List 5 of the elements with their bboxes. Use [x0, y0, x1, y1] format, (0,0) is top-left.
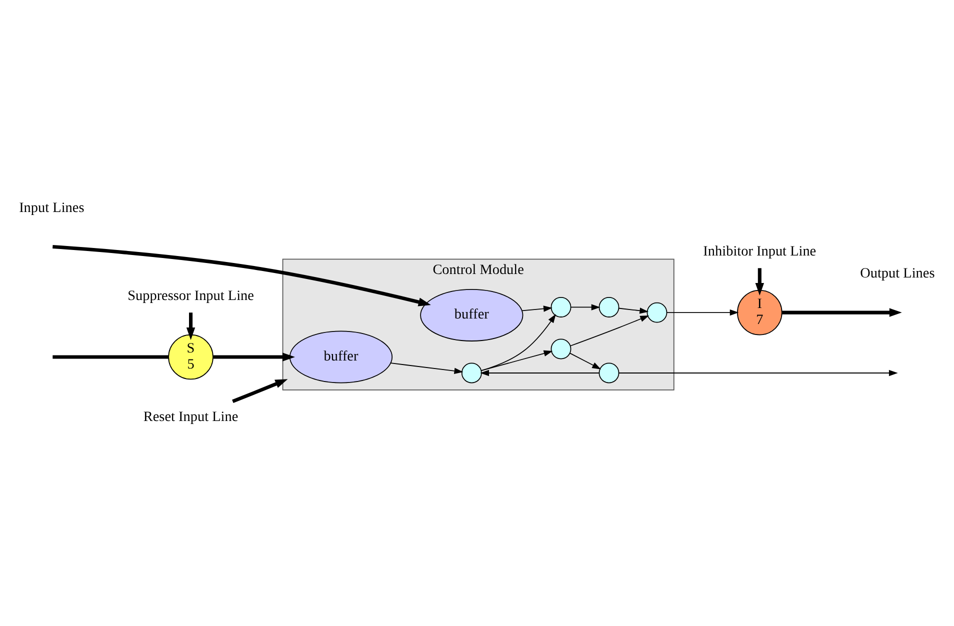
node-text: Suppressor Input Line [128, 288, 254, 304]
label: Output Lines [860, 266, 935, 282]
node-text: Reset Input Line [143, 408, 238, 425]
node-text: Inhibitor Input Line [703, 243, 816, 260]
label: Input Lines [19, 200, 84, 216]
